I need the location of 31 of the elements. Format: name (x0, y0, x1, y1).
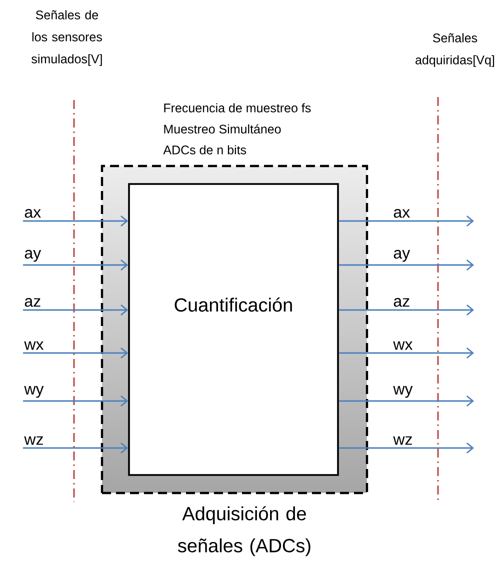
arrow (338, 304, 474, 316)
signal-label: ay (24, 250, 42, 262)
process-box: Cuantificación (128, 183, 339, 476)
signal-label: wy (24, 386, 44, 398)
signal-label: wy (393, 386, 413, 398)
signal-label: az (394, 298, 410, 307)
signal-label: az (24, 298, 40, 307)
arrow (338, 259, 474, 271)
parameter-note: Muestreo Simultáneo (164, 124, 281, 134)
signal-label: wx (393, 341, 413, 350)
arrow (23, 259, 128, 271)
arrow (23, 347, 128, 359)
arrow (338, 347, 474, 359)
parameter-note: Frecuencia de muestreo fs (164, 103, 311, 112)
parameter-note: ADCs de n bits (163, 145, 246, 154)
header-label: Señales adquiridas[Vq] (416, 33, 494, 67)
arrow (338, 215, 474, 227)
arrow (23, 442, 128, 454)
arrow (338, 442, 474, 454)
arrow (338, 395, 474, 407)
frame-caption: Adquisición de señales (ADCs) (178, 506, 310, 556)
header-label: Señales de los sensores simulados[V] (32, 10, 102, 66)
arrow (23, 215, 128, 227)
signal-label: wz (24, 436, 43, 445)
signal-label: ay (394, 250, 410, 262)
signal-label: wz (393, 436, 412, 445)
signal-label: ax (24, 209, 41, 218)
signal-label: wx (24, 341, 44, 350)
arrow (23, 304, 128, 316)
arrow (23, 395, 128, 407)
signal-label: ax (394, 209, 410, 218)
